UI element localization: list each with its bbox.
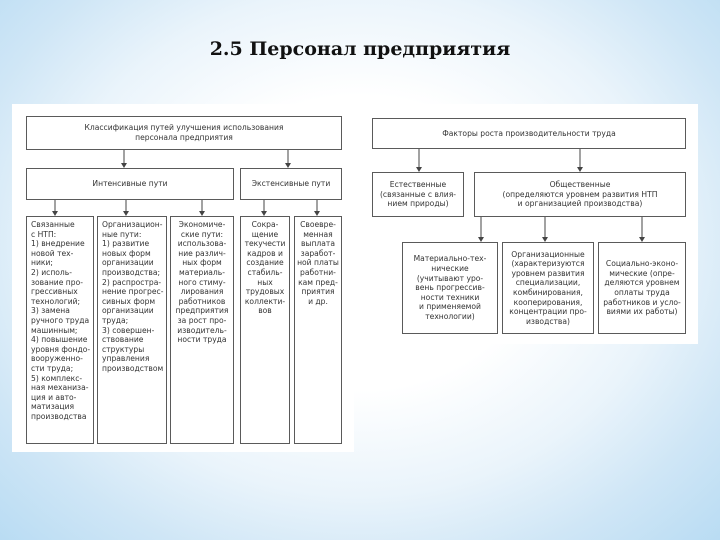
organizational-paths-box: Организацион- ные пути: 1) развитие новы… xyxy=(97,216,167,444)
extensive-paths-box: Экстенсивные пути xyxy=(240,168,342,200)
productivity-factors-root-box: Факторы роста производительности труда xyxy=(372,118,686,149)
material-technical-factors-box: Материально-тех- нические (учитывают уро… xyxy=(402,242,498,334)
organizational-factors-box: Организационные (характеризуются уровнем… xyxy=(502,242,594,334)
ntp-paths-box: Связанные с НТП: 1) внедрение новой тех-… xyxy=(26,216,94,444)
socio-economic-factors-box: Социально-эконо- мические (опре- деляютс… xyxy=(598,242,686,334)
intensive-paths-box: Интенсивные пути xyxy=(26,168,234,200)
timely-wages-box: Своевре- менная выплата заработ- ной пла… xyxy=(294,216,342,444)
social-factors-box: Общественные (определяются уровнем разви… xyxy=(474,172,686,217)
economic-paths-box: Экономиче- ские пути: использова- ние ра… xyxy=(170,216,234,444)
staff-turnover-box: Сокра- щение текучести кадров и создание… xyxy=(240,216,290,444)
natural-factors-box: Естественные (связанные с влия- нием при… xyxy=(372,172,464,217)
classification-root-box: Классификация путей улучшения использова… xyxy=(26,116,342,150)
slide-title: 2.5 Персонал предприятия xyxy=(209,38,511,60)
